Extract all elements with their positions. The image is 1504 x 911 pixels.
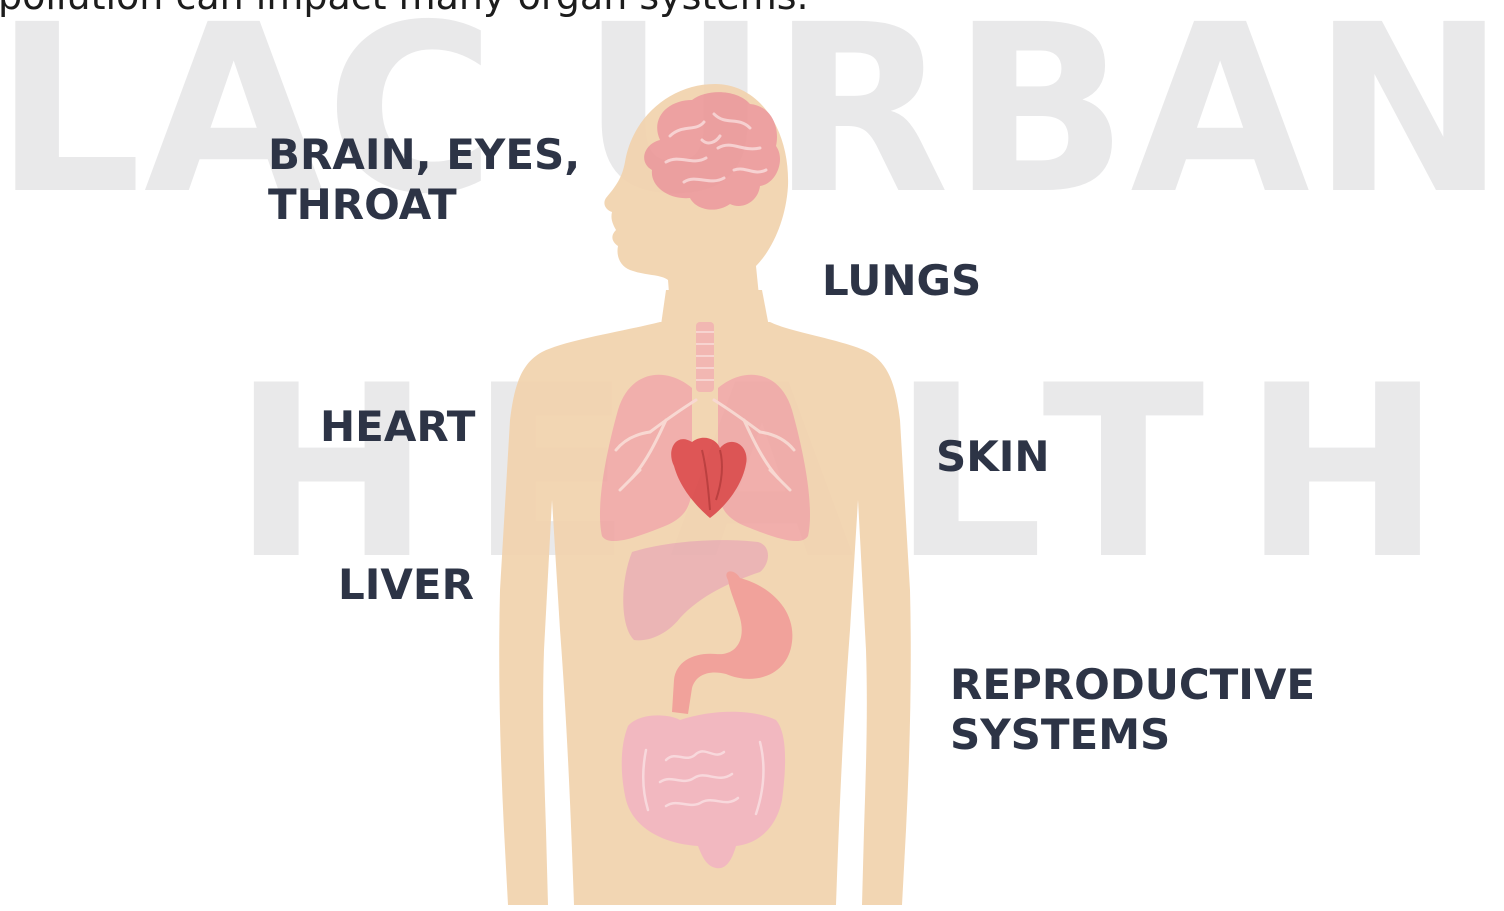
label-skin: SKIN (936, 432, 1050, 482)
label-brain-line2: THROAT (268, 180, 580, 230)
label-reproductive-systems: REPRODUCTIVE SYSTEMS (950, 660, 1315, 760)
label-repro-line2: SYSTEMS (950, 710, 1315, 760)
label-repro-line1: REPRODUCTIVE (950, 660, 1315, 710)
label-lungs: LUNGS (822, 256, 981, 306)
label-brain-line1: BRAIN, EYES, (268, 130, 580, 180)
label-brain-eyes-throat: BRAIN, EYES, THROAT (268, 130, 580, 230)
label-heart: HEART (320, 402, 475, 452)
trachea (696, 322, 714, 392)
label-liver: LIVER (338, 560, 474, 610)
